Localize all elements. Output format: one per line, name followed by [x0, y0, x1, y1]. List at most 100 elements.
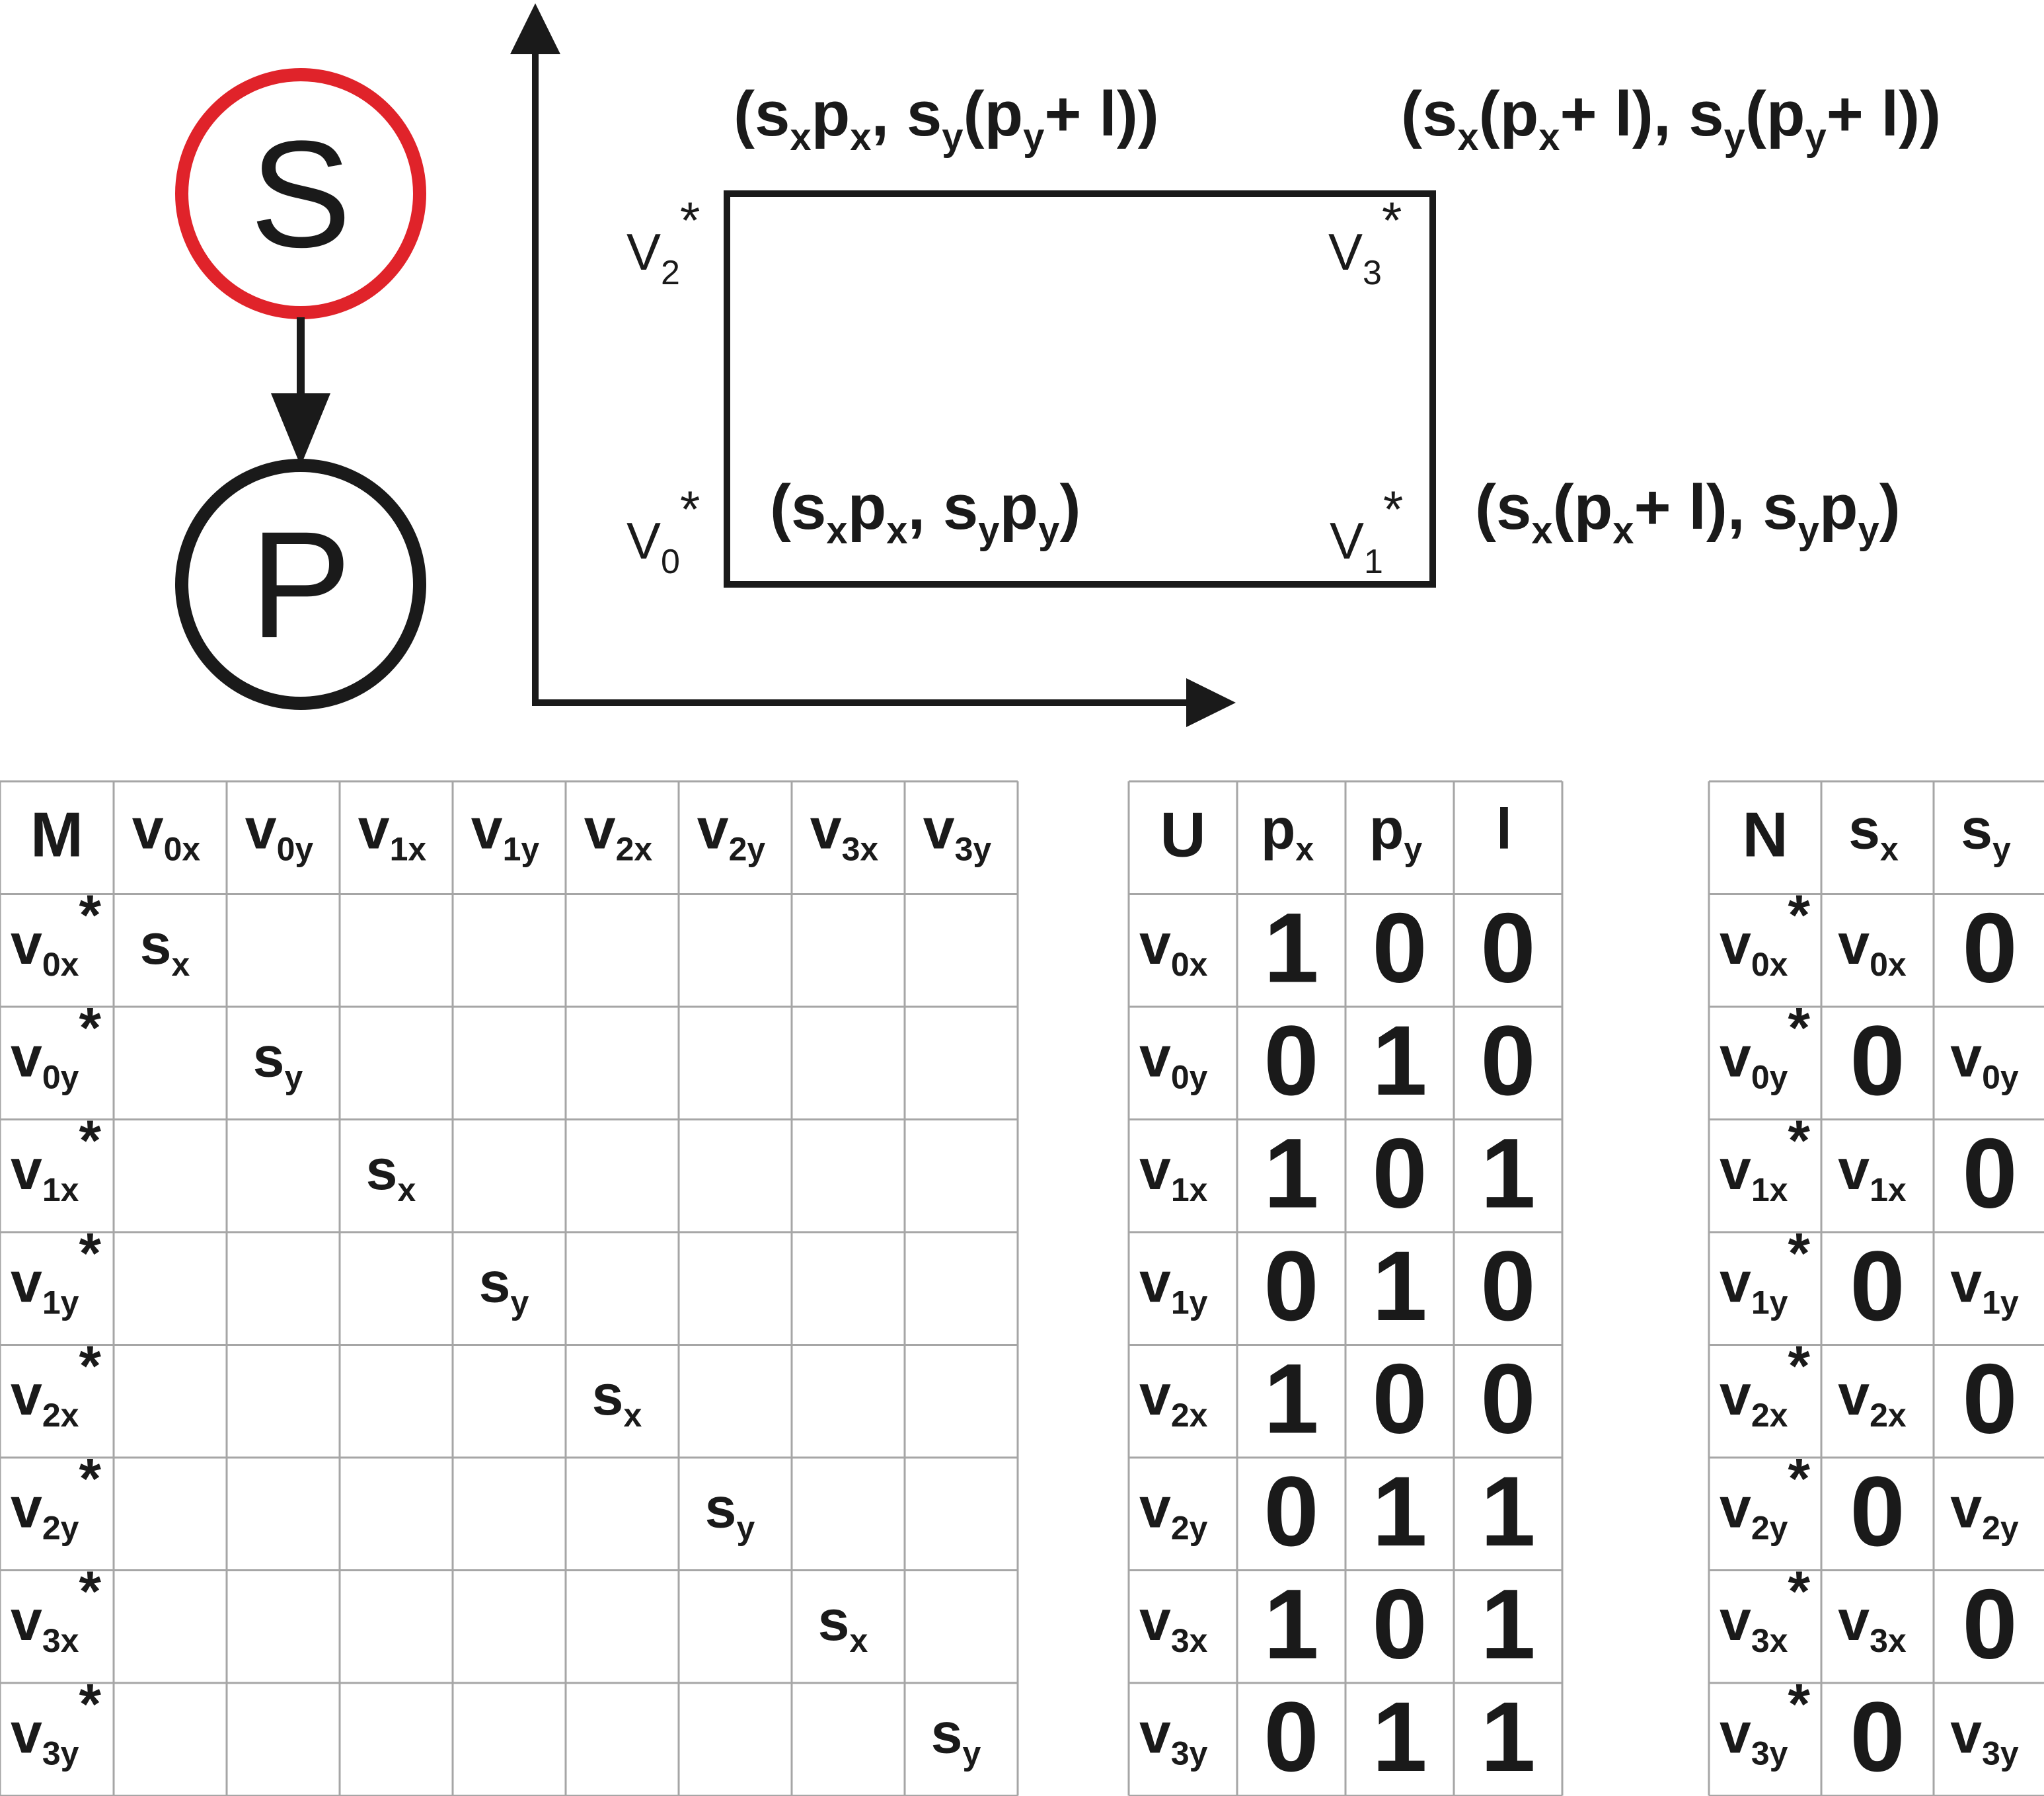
matrix-cell: v1y — [1950, 1251, 2019, 1321]
row-header: v0x* — [11, 884, 101, 983]
matrix-cell: 0 — [1962, 1343, 2017, 1454]
matrix-cell: v0y — [1950, 1026, 2019, 1096]
coord-bottom-left: (sxpx, sypy) — [770, 472, 1080, 552]
column-header: sx — [1848, 798, 1899, 868]
column-header: py — [1369, 798, 1423, 868]
matrix-cell: 1 — [1264, 892, 1318, 1003]
column-header: sy — [1961, 798, 2011, 868]
matrix-cell: 0 — [1480, 1230, 1535, 1341]
matrix-cell: sy — [253, 1026, 303, 1096]
matrix-cell: 1 — [1372, 1681, 1427, 1792]
matrix-cell: 0 — [1264, 1456, 1318, 1567]
column-header: v0x — [132, 798, 201, 868]
matrix-cell: v2y — [1950, 1477, 2019, 1547]
row-header: v1y* — [11, 1222, 101, 1321]
coord-top-left: (sxpx, sy(py+ l)) — [734, 79, 1159, 159]
matrix-cell: sx — [818, 1589, 868, 1659]
row-header: v3x* — [1720, 1560, 1810, 1659]
matrix-cell: sx — [140, 913, 190, 983]
row-header: v2y* — [1720, 1448, 1810, 1547]
column-header: v3x — [810, 798, 879, 868]
matrix-cell: 0 — [1850, 1005, 1905, 1116]
matrix-cell: 1 — [1480, 1117, 1535, 1228]
row-header: v0y* — [1720, 997, 1810, 1096]
row-header: v3y — [1139, 1702, 1208, 1772]
matrix-cell: v2x — [1838, 1364, 1907, 1434]
matrix-cell: v3x — [1838, 1589, 1907, 1659]
matrix-cell: v1x — [1838, 1138, 1907, 1208]
matrix-cell: sy — [705, 1477, 755, 1547]
matrix-cell: 0 — [1264, 1005, 1318, 1116]
node-p-label: P — [250, 500, 351, 670]
column-header: v2y — [697, 798, 766, 868]
bounding-rectangle — [724, 190, 1436, 588]
y-axis-arrowhead — [510, 3, 560, 54]
row-header: v0x — [1139, 913, 1208, 983]
row-header: v1x* — [11, 1109, 101, 1208]
matrix-cell: 0 — [1850, 1456, 1905, 1567]
matrix-cell: 1 — [1372, 1456, 1427, 1567]
matrix-cell: 0 — [1962, 1568, 2017, 1679]
row-header: v0y* — [11, 997, 101, 1096]
node-p-circle — [175, 459, 426, 710]
matrix-cell: sy — [931, 1702, 981, 1772]
row-header: v2x* — [1720, 1335, 1810, 1434]
column-header: v3y — [923, 798, 992, 868]
matrix-cell: 0 — [1372, 892, 1427, 1003]
coord-bottom-right: (sx(px+ l), sypy) — [1475, 472, 1901, 552]
row-header: v3y* — [1720, 1673, 1810, 1772]
corner-label-v2: V2* — [626, 191, 700, 292]
column-header: l — [1496, 798, 1512, 861]
matrix-cell: sx — [366, 1138, 416, 1208]
matrix-cell: 1 — [1480, 1681, 1535, 1792]
row-header: v0y — [1139, 1026, 1208, 1096]
row-header: v1y — [1139, 1251, 1208, 1321]
column-header: v0y — [245, 798, 314, 868]
edge-arrowhead — [271, 393, 330, 466]
matrix-cell: 0 — [1264, 1681, 1318, 1792]
row-header: v2y — [1139, 1477, 1208, 1547]
matrix-cell: 0 — [1264, 1230, 1318, 1341]
row-header: v2y* — [11, 1448, 101, 1547]
coordinate-axes — [510, 3, 1236, 727]
row-header: v1y* — [1720, 1222, 1810, 1321]
matrix-cell: 0 — [1962, 892, 2017, 1003]
matrix-cell: 0 — [1850, 1681, 1905, 1792]
row-header: v2x* — [11, 1335, 101, 1434]
matrix-cell: sx — [592, 1364, 642, 1434]
matrix-cell: 0 — [1372, 1568, 1427, 1679]
matrix-name: N — [1742, 800, 1788, 871]
row-header: v2x — [1139, 1364, 1208, 1434]
corner-label-v3: V3* — [1328, 191, 1402, 292]
matrix-cell: 1 — [1372, 1005, 1427, 1116]
matrix-cell: 1 — [1264, 1568, 1318, 1679]
matrix-cell: 0 — [1480, 1343, 1535, 1454]
column-header: v1x — [358, 798, 427, 868]
column-header: px — [1261, 798, 1314, 868]
matrix-cell: 0 — [1372, 1117, 1427, 1228]
node-s-label: S — [250, 109, 351, 279]
row-header: v0x* — [1720, 884, 1810, 983]
matrix-cell: sy — [479, 1251, 529, 1321]
matrix-cell: 0 — [1480, 1005, 1535, 1116]
row-header: v3x* — [11, 1560, 101, 1659]
node-s-circle — [175, 68, 426, 319]
x-axis-arrowhead — [1186, 678, 1236, 727]
row-header: v1x — [1139, 1138, 1208, 1208]
dependency-graph: S P — [175, 68, 426, 710]
matrix-cell: 1 — [1480, 1456, 1535, 1567]
matrix-cell: 0 — [1850, 1230, 1905, 1341]
matrix-cell: v0x — [1838, 913, 1907, 983]
matrix-cell: 0 — [1962, 1117, 2017, 1228]
column-header: v2x — [584, 798, 653, 868]
matrix-name: U — [1160, 800, 1205, 871]
matrix-name: M — [30, 800, 83, 871]
column-header: v1y — [471, 798, 540, 868]
matrix-cell: 1 — [1264, 1117, 1318, 1228]
matrix-cell: 1 — [1264, 1343, 1318, 1454]
matrix-cell: v3y — [1950, 1702, 2019, 1772]
